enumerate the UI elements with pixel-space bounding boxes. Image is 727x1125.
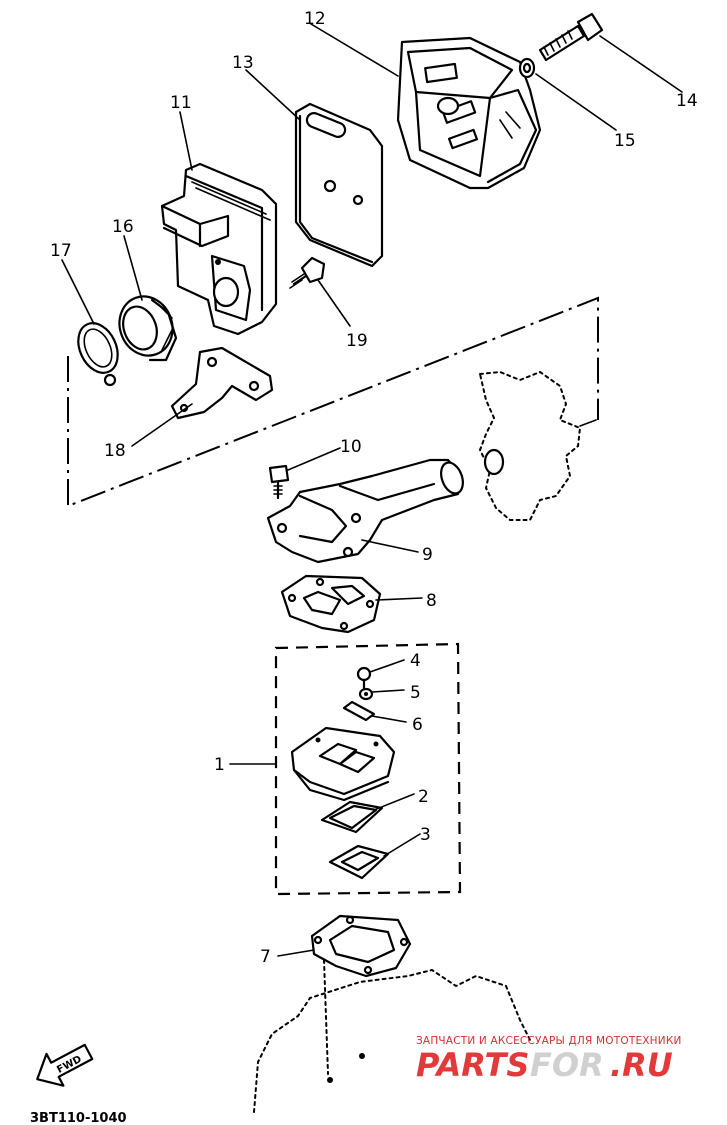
part-4-screw xyxy=(356,666,372,690)
part-18-bracket xyxy=(170,346,274,420)
callout-18: 18 xyxy=(104,441,126,461)
callout-16: 16 xyxy=(112,217,134,237)
part-14-bolt xyxy=(538,12,604,62)
watermark-brand-right: .RU xyxy=(610,1046,673,1084)
centerline-7 xyxy=(323,959,329,1075)
part-13-filter-element xyxy=(294,102,384,268)
callout-12: 12 xyxy=(304,9,326,29)
assembly-1-box xyxy=(274,642,462,896)
callout-11: 11 xyxy=(170,93,192,113)
part-12-airbox-cover xyxy=(396,36,542,190)
callout-13: 13 xyxy=(232,53,254,73)
callout-17: 17 xyxy=(50,241,72,261)
callout-10: 10 xyxy=(340,437,362,457)
callout-3: 3 xyxy=(420,825,431,845)
callout-1: 1 xyxy=(214,755,225,775)
part-3-stopper xyxy=(328,844,390,880)
part-15-washer xyxy=(518,57,536,79)
callout-8: 8 xyxy=(426,591,437,611)
part-16-joint xyxy=(118,295,178,362)
watermark: ЗАПЧАСТИ И АКСЕССУАРЫ ДЛЯ МОТОТЕХНИКИ PA… xyxy=(416,1035,682,1084)
callout-6: 6 xyxy=(412,715,423,735)
part-9-manifold xyxy=(266,458,464,564)
figure-code: 3BT110-1040 xyxy=(30,1111,127,1125)
crankcase-outline xyxy=(253,968,531,1113)
part-7-gasket xyxy=(310,914,412,978)
carburetor-outline xyxy=(478,370,582,521)
forward-arrow: FWD xyxy=(36,1043,94,1087)
part-19-screw xyxy=(289,256,326,289)
watermark-tagline: ЗАПЧАСТИ И АКСЕССУАРЫ ДЛЯ МОТОТЕХНИКИ xyxy=(416,1035,682,1047)
callout-labels: 12 13 11 14 15 16 17 19 18 10 9 8 4 5 6 … xyxy=(50,9,698,967)
watermark-brand-mid: FOR xyxy=(530,1046,604,1084)
callout-2: 2 xyxy=(418,787,429,807)
part-2-reed xyxy=(320,800,384,834)
callout-7: 7 xyxy=(260,947,271,967)
part-10-bolt xyxy=(268,464,290,500)
assembly-boundary-line xyxy=(67,296,599,508)
part-11-airbox-case xyxy=(160,162,278,336)
callout-4: 4 xyxy=(410,651,421,671)
part-17-clamp xyxy=(77,322,119,387)
callout-5: 5 xyxy=(410,683,421,703)
part-6-stopper xyxy=(342,700,376,722)
callout-15: 15 xyxy=(614,131,636,151)
leader-lines xyxy=(61,23,683,957)
callout-9: 9 xyxy=(422,545,433,565)
watermark-brand-left: PARTS xyxy=(416,1046,529,1084)
callout-14: 14 xyxy=(676,91,698,111)
part-5-washer xyxy=(358,687,374,701)
callout-19: 19 xyxy=(346,331,368,351)
part-8-gasket xyxy=(280,574,382,634)
part-1-reed-valve xyxy=(290,726,396,802)
